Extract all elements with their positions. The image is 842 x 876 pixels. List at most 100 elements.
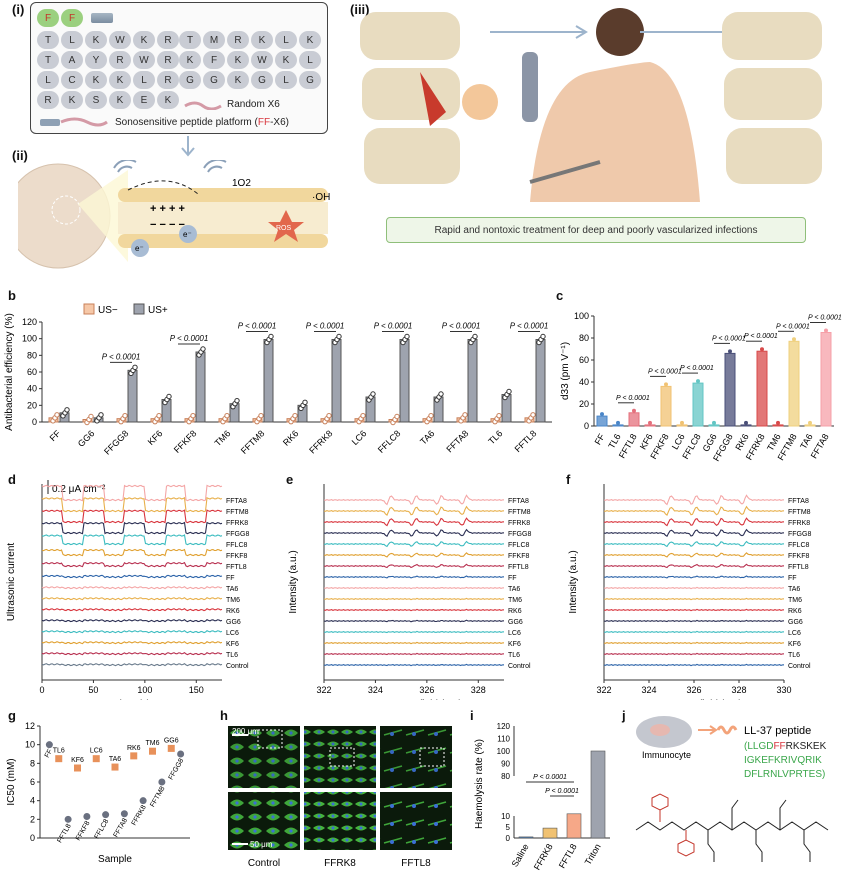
amino-acid-letter: G — [299, 71, 321, 89]
series-line — [603, 505, 785, 516]
data-point — [648, 420, 652, 425]
panel-label-f: f — [566, 472, 571, 487]
scatter-point — [102, 811, 110, 819]
data-point — [98, 412, 104, 418]
scatter-point — [74, 764, 81, 772]
point-label: FFKF8 — [75, 820, 92, 842]
x-tick-label: 0 — [39, 685, 44, 695]
amino-acid-letter: T — [179, 31, 201, 49]
amino-acid-letter: G — [251, 71, 273, 89]
data-point — [632, 408, 636, 413]
amino-acid-letter: K — [227, 51, 249, 69]
spine-treatment-illustration — [360, 8, 822, 202]
legend-swatch-us-plus — [133, 303, 145, 315]
bar-us-plus — [195, 351, 206, 423]
series-label: FFGG8 — [788, 531, 811, 538]
scatter-point — [130, 752, 138, 760]
x-tick-label: FFRK8 — [532, 842, 555, 872]
scatter-point — [139, 797, 147, 805]
chemical-structure — [635, 793, 829, 862]
series-label: FFTA8 — [508, 498, 529, 505]
amino-acid-letter: R — [157, 31, 179, 49]
x-tick-label: GG6 — [76, 428, 97, 449]
y-axis-label: Antibacterial efficiency (%) — [4, 313, 15, 431]
y-tick-label: 80 — [579, 333, 589, 343]
bar-us-plus — [535, 339, 546, 423]
bar-us-plus — [331, 339, 342, 423]
series-line — [323, 540, 505, 548]
scale-bar-top: 200 μm — [232, 727, 259, 736]
x-tick-label: 322 — [596, 685, 611, 695]
seq-line1: (LLGDFFRKSKEK — [744, 741, 827, 752]
data-point — [600, 412, 604, 417]
p-value-label: P < 0.0001 — [442, 322, 481, 331]
amino-acid-letter: T — [37, 31, 59, 49]
x-axis-label: Sample — [98, 854, 132, 865]
data-point — [728, 349, 732, 354]
series-line — [603, 552, 785, 558]
bar — [788, 340, 800, 427]
micrograph-fftl8-zoom — [380, 792, 452, 850]
series-line — [323, 563, 505, 569]
amino-acid-letter: R — [157, 71, 179, 89]
series-label: FFTA8 — [226, 498, 247, 505]
data-point — [190, 412, 196, 419]
data-point — [292, 412, 298, 419]
series-line — [603, 540, 785, 548]
x-tick-label: FFTA8 — [444, 428, 470, 454]
x-tick-label: 322 — [316, 685, 331, 695]
amino-acid-letter: K — [275, 51, 297, 69]
data-point — [696, 379, 700, 384]
series-label: FFKF8 — [788, 553, 809, 560]
p-value-label: P < 0.0001 — [510, 322, 549, 331]
series-label: TL6 — [508, 652, 520, 659]
data-point — [824, 328, 828, 333]
series-label: FFTL8 — [508, 564, 529, 571]
y-tick-label: 80 — [501, 772, 510, 781]
x-tick-label: 330 — [776, 685, 791, 695]
helix-icon — [716, 725, 738, 735]
y-tick-label: 10 — [25, 740, 35, 750]
series-label: FFTL8 — [226, 564, 247, 571]
legend-label-us-minus: US− — [98, 305, 118, 316]
h-label-ffrk8: FFRK8 — [324, 858, 356, 869]
svg-text:·OH: ·OH — [312, 192, 330, 203]
data-point — [712, 420, 716, 425]
data-point — [394, 413, 400, 420]
p-value-label: P < 0.0001 — [616, 395, 650, 402]
point-label: KF6 — [71, 757, 84, 764]
seq-line3: DFLRNLVPRTES) — [744, 769, 825, 780]
series-line — [603, 528, 785, 537]
x-tick-label: 328 — [471, 685, 486, 695]
chart-esr-f: 322324326328330Resonance field (mT)Inten… — [568, 484, 811, 700]
point-label: FFGG8 — [168, 757, 186, 781]
series-label: FFTM8 — [508, 509, 531, 516]
infected-spine-icon — [360, 12, 498, 184]
p-value-label: P < 0.0001 — [170, 334, 209, 343]
data-point — [132, 364, 138, 371]
series-label: TM6 — [508, 597, 522, 604]
series-line — [41, 574, 223, 579]
series-label: GG6 — [226, 619, 241, 626]
data-point — [462, 412, 468, 418]
bar — [518, 836, 534, 839]
down-arrow-icon — [181, 136, 195, 157]
peptide-chain-icon — [184, 101, 222, 110]
ultrasound-wave-icon — [113, 160, 137, 173]
series-line — [41, 652, 223, 656]
y-tick-label: 20 — [27, 400, 37, 410]
micrograph-fftl8 — [380, 726, 452, 788]
y-tick-label: 12 — [25, 721, 35, 731]
x-tick-label: 326 — [686, 685, 701, 695]
amino-acid-letter: S — [85, 91, 107, 109]
data-point — [302, 399, 308, 406]
series-line — [603, 663, 785, 667]
ff-pair: F F — [37, 9, 113, 27]
x-tick-label: FF — [593, 432, 607, 447]
point-label: TL6 — [53, 748, 65, 755]
x-tick-label: 50 — [88, 685, 98, 695]
panel-label-g: g — [8, 708, 16, 723]
series-label: KF6 — [788, 641, 801, 648]
